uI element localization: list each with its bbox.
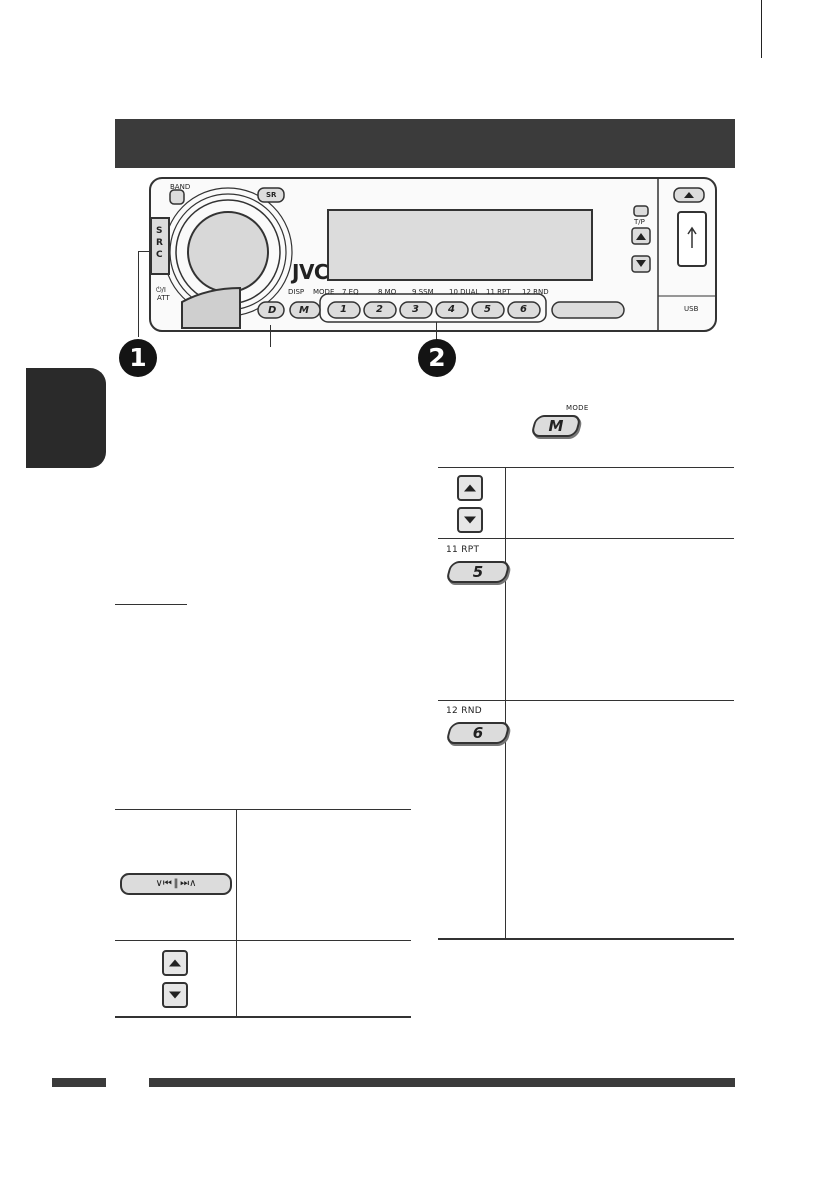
src-letter-c: C	[156, 250, 163, 260]
right-table-row2	[438, 538, 734, 539]
mode-button[interactable]	[289, 301, 321, 319]
left-table-top	[115, 809, 411, 810]
callout-2: 2	[418, 339, 456, 377]
power-label: ⏻/I	[156, 286, 166, 294]
brand-logo: JVC	[292, 260, 329, 284]
leader-line-src-h	[138, 251, 152, 252]
preset-label-11: 11 RPT	[486, 288, 511, 296]
leader-line-src	[138, 251, 139, 337]
mode-key-button[interactable]: M	[530, 415, 582, 437]
tp-button[interactable]	[633, 205, 649, 217]
left-table-divider	[236, 809, 237, 1017]
right-up-key[interactable]	[457, 475, 483, 501]
preset-label-10: 10 DUAL	[449, 288, 480, 296]
preset-label-9: 9 SSM	[412, 288, 434, 296]
d-label: D	[268, 305, 277, 316]
preset-number-6: 6	[520, 304, 527, 315]
preset-number-4: 4	[448, 304, 455, 315]
preset-buttons[interactable]	[327, 301, 541, 319]
language-tab	[26, 368, 106, 468]
seek-key[interactable]: ∨⏮ ‖ ⏭∧	[120, 873, 232, 895]
att-label: ATT	[157, 294, 170, 302]
rnd-key-button-label: 6	[472, 724, 484, 742]
mode-key-button-label: M	[548, 417, 564, 435]
src-letter-s: S	[156, 226, 163, 236]
heading-underline	[115, 604, 187, 605]
preset-number-1: 1	[340, 304, 347, 315]
seek-button[interactable]	[551, 301, 625, 319]
right-table-top	[438, 467, 734, 468]
preset-number-2: 2	[376, 304, 383, 315]
crop-mark	[761, 0, 762, 58]
right-table-row3	[438, 700, 734, 701]
usb-label: USB	[684, 305, 699, 313]
sr-label: SR	[266, 191, 277, 199]
disp-button[interactable]	[257, 301, 285, 319]
section-title-bar	[115, 119, 735, 168]
left-table-bottom	[115, 1016, 411, 1018]
leader-line-presets	[436, 322, 437, 344]
preset-number-5: 5	[484, 304, 491, 315]
rpt-key-label: 11 RPT	[446, 545, 480, 555]
footer-bar-left	[52, 1078, 106, 1087]
right-down-key[interactable]	[457, 507, 483, 533]
leader-line-disp	[270, 325, 271, 347]
left-table-mid	[115, 940, 411, 941]
left-up-key[interactable]	[162, 950, 188, 976]
preset-number-3: 3	[412, 304, 419, 315]
src-letter-r: R	[156, 238, 163, 248]
rnd-key-label: 12 RND	[446, 706, 483, 716]
right-table-bottom	[438, 938, 734, 940]
preset-label-7: 7 EQ	[342, 288, 359, 296]
band-button[interactable]	[169, 189, 185, 205]
left-down-key[interactable]	[162, 982, 188, 1008]
preset-label-8: 8 MO	[378, 288, 397, 296]
mode-label: MODE	[313, 288, 335, 296]
callout-1: 1	[119, 339, 157, 377]
band-label: BAND	[170, 183, 191, 191]
mode-key-label: MODE	[566, 404, 589, 412]
preset-label-12: 12 RND	[522, 288, 549, 296]
tp-label: T/P	[634, 218, 645, 226]
m-label: M	[299, 305, 309, 316]
faceplate-illustration	[149, 177, 717, 332]
src-button[interactable]	[150, 217, 170, 275]
display-window	[327, 209, 593, 281]
eject-button[interactable]	[181, 286, 241, 329]
right-table-divider	[505, 467, 506, 939]
disp-label: DISP	[288, 288, 305, 296]
rnd-key-button[interactable]: 6	[445, 722, 511, 744]
rpt-key-button[interactable]: 5	[445, 561, 511, 583]
footer-bar-right	[149, 1078, 735, 1087]
rpt-key-button-label: 5	[472, 563, 484, 581]
sr-button[interactable]	[257, 187, 285, 203]
